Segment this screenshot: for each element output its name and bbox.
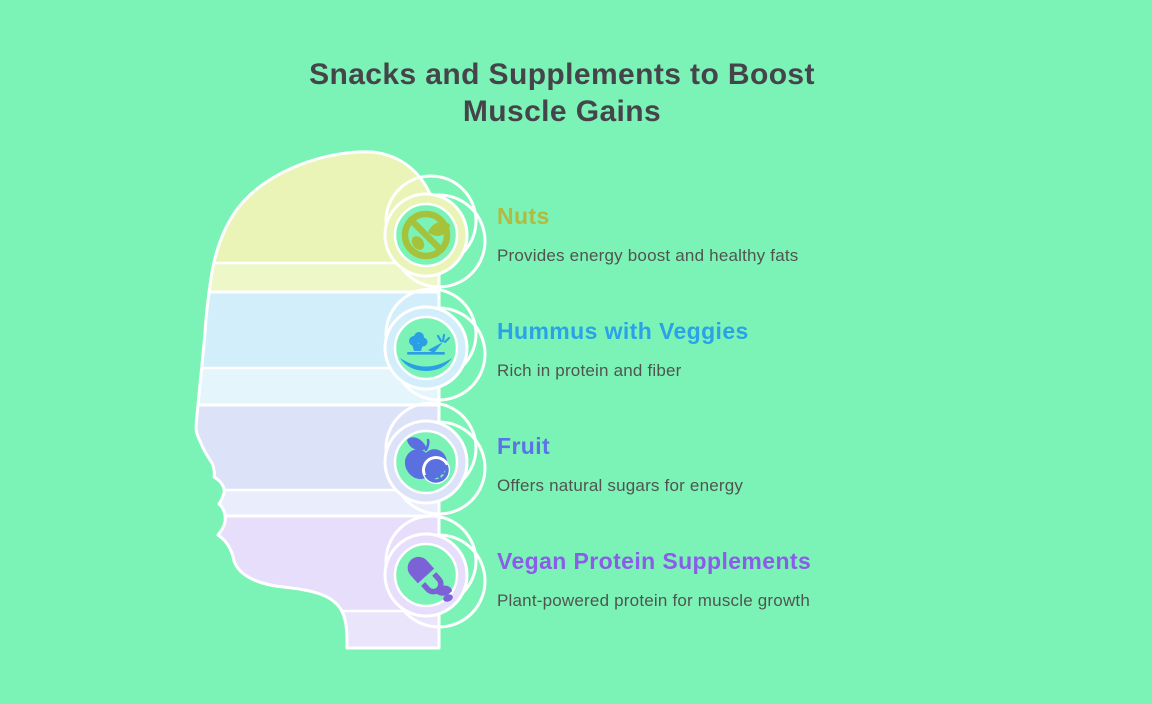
- vegan-protein-node: [383, 514, 487, 629]
- section-hummus-heading: Hummus with Veggies: [497, 318, 749, 344]
- page-title-line1: Snacks and Supplements to Boost: [309, 58, 815, 91]
- section-nuts-heading: Nuts: [497, 203, 550, 229]
- section-fruit: Fruit Offers natural sugars for energy: [497, 432, 917, 497]
- fruit-node: [383, 401, 487, 516]
- nuts-node: [383, 174, 487, 289]
- section-vegan-protein: Vegan Protein Supplements Plant-powered …: [497, 547, 917, 612]
- section-nuts: Nuts Provides energy boost and healthy f…: [497, 202, 917, 267]
- nuts-icon: [401, 210, 451, 260]
- section-hummus-description: Rich in protein and fiber: [497, 361, 682, 380]
- head-outline: [194, 150, 441, 650]
- section-hummus: Hummus with Veggies Rich in protein and …: [497, 317, 917, 382]
- section-vegan-protein-description: Plant-powered protein for muscle growth: [497, 591, 811, 610]
- section-fruit-heading: Fruit: [497, 433, 551, 459]
- page-title: Snacks and Supplements to Boost Muscle G…: [176, 56, 948, 130]
- fruit-icon: [404, 437, 450, 484]
- section-vegan-protein-heading: Vegan Protein Supplements: [497, 548, 812, 574]
- section-fruit-description: Offers natural sugars for energy: [497, 476, 744, 495]
- vegan-protein-icon: [407, 556, 453, 602]
- section-nuts-description: Provides energy boost and healthy fats: [497, 246, 799, 265]
- hummus-node: [383, 287, 487, 402]
- hummus-veggies-icon: [400, 332, 452, 371]
- page-title-line2: Muscle Gains: [462, 95, 662, 128]
